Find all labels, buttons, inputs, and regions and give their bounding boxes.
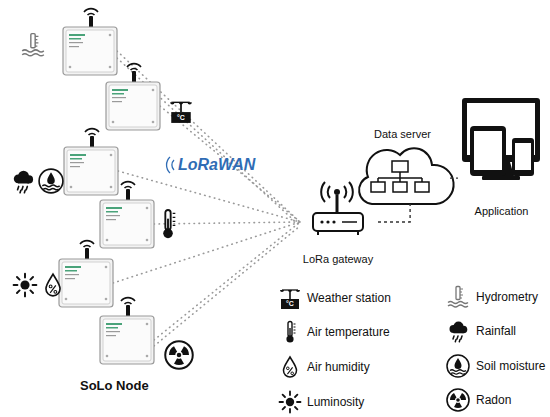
legend-entry: Rainfall <box>476 323 516 339</box>
cloud-server-icon <box>359 148 454 204</box>
weather-station-icon <box>280 290 300 309</box>
rainfall-icon <box>450 322 468 342</box>
node-label: LoRa gateway <box>303 253 373 266</box>
humidity-icon <box>284 357 297 377</box>
radio-link <box>154 222 300 224</box>
sun-icon <box>14 274 37 297</box>
radon-icon <box>447 389 469 411</box>
sensor-device <box>63 9 117 75</box>
legend-entry: Radon <box>476 392 511 408</box>
legend-label: Radon <box>476 393 511 407</box>
dashed-connector <box>378 204 410 222</box>
sensor-device <box>64 129 118 195</box>
legend-icons <box>280 287 470 413</box>
weather-station-icon <box>170 102 192 123</box>
sensor-nodes <box>59 9 160 364</box>
node-label: Data server <box>374 128 431 141</box>
group-title: SoLo Node <box>80 378 149 394</box>
sensor-device <box>106 64 160 130</box>
thermometer-icon <box>286 322 295 343</box>
soil-moisture-icon <box>447 355 469 377</box>
unit-text: °C <box>171 112 191 123</box>
radio-link <box>117 51 300 222</box>
legend-label: Hydrometry <box>476 290 538 304</box>
legend-entry: Air temperature <box>307 324 390 340</box>
radio-link <box>154 222 300 340</box>
node-label: Application <box>475 205 529 218</box>
radio-link <box>160 106 300 222</box>
logo-arcs <box>167 157 174 173</box>
logo-text: LoRaWAN <box>178 156 255 174</box>
sensor-icons <box>14 34 193 369</box>
sensor-device <box>59 241 113 307</box>
legend-label: Soil moisture <box>476 359 545 373</box>
legend-entry: Weather station <box>307 290 391 306</box>
legend-label: Air temperature <box>307 325 390 339</box>
legend-label: Weather station <box>307 291 391 305</box>
application-node: Application <box>458 96 545 218</box>
legend-entry: Soil moisture <box>476 358 545 374</box>
legend-label: Air humidity <box>307 360 370 374</box>
sensor-device <box>100 182 154 248</box>
radon-icon <box>165 341 193 369</box>
hydrometry-icon <box>22 34 44 56</box>
legend-entry: Hydrometry <box>476 289 538 305</box>
sensor-device <box>100 298 154 364</box>
gateway-icon <box>313 182 363 235</box>
legend-entry: Luminosity <box>307 394 364 410</box>
rainfall-icon <box>14 171 33 193</box>
gateway-node: LoRa gateway <box>298 180 378 266</box>
application-devices <box>462 98 540 180</box>
radio-link <box>154 226 300 346</box>
legend-label: Luminosity <box>307 395 364 409</box>
dashed-connector <box>450 177 458 178</box>
soil-moisture-icon <box>39 169 63 193</box>
unit-text: °C <box>281 299 299 309</box>
sun-icon <box>280 392 301 413</box>
server-node: Data server <box>355 128 450 204</box>
thermometer-icon <box>163 210 175 238</box>
humidity-icon <box>46 274 60 296</box>
legend-label: Rainfall <box>476 324 516 338</box>
hydrometry-icon <box>448 287 468 308</box>
legend-entry: Air humidity <box>307 359 370 375</box>
